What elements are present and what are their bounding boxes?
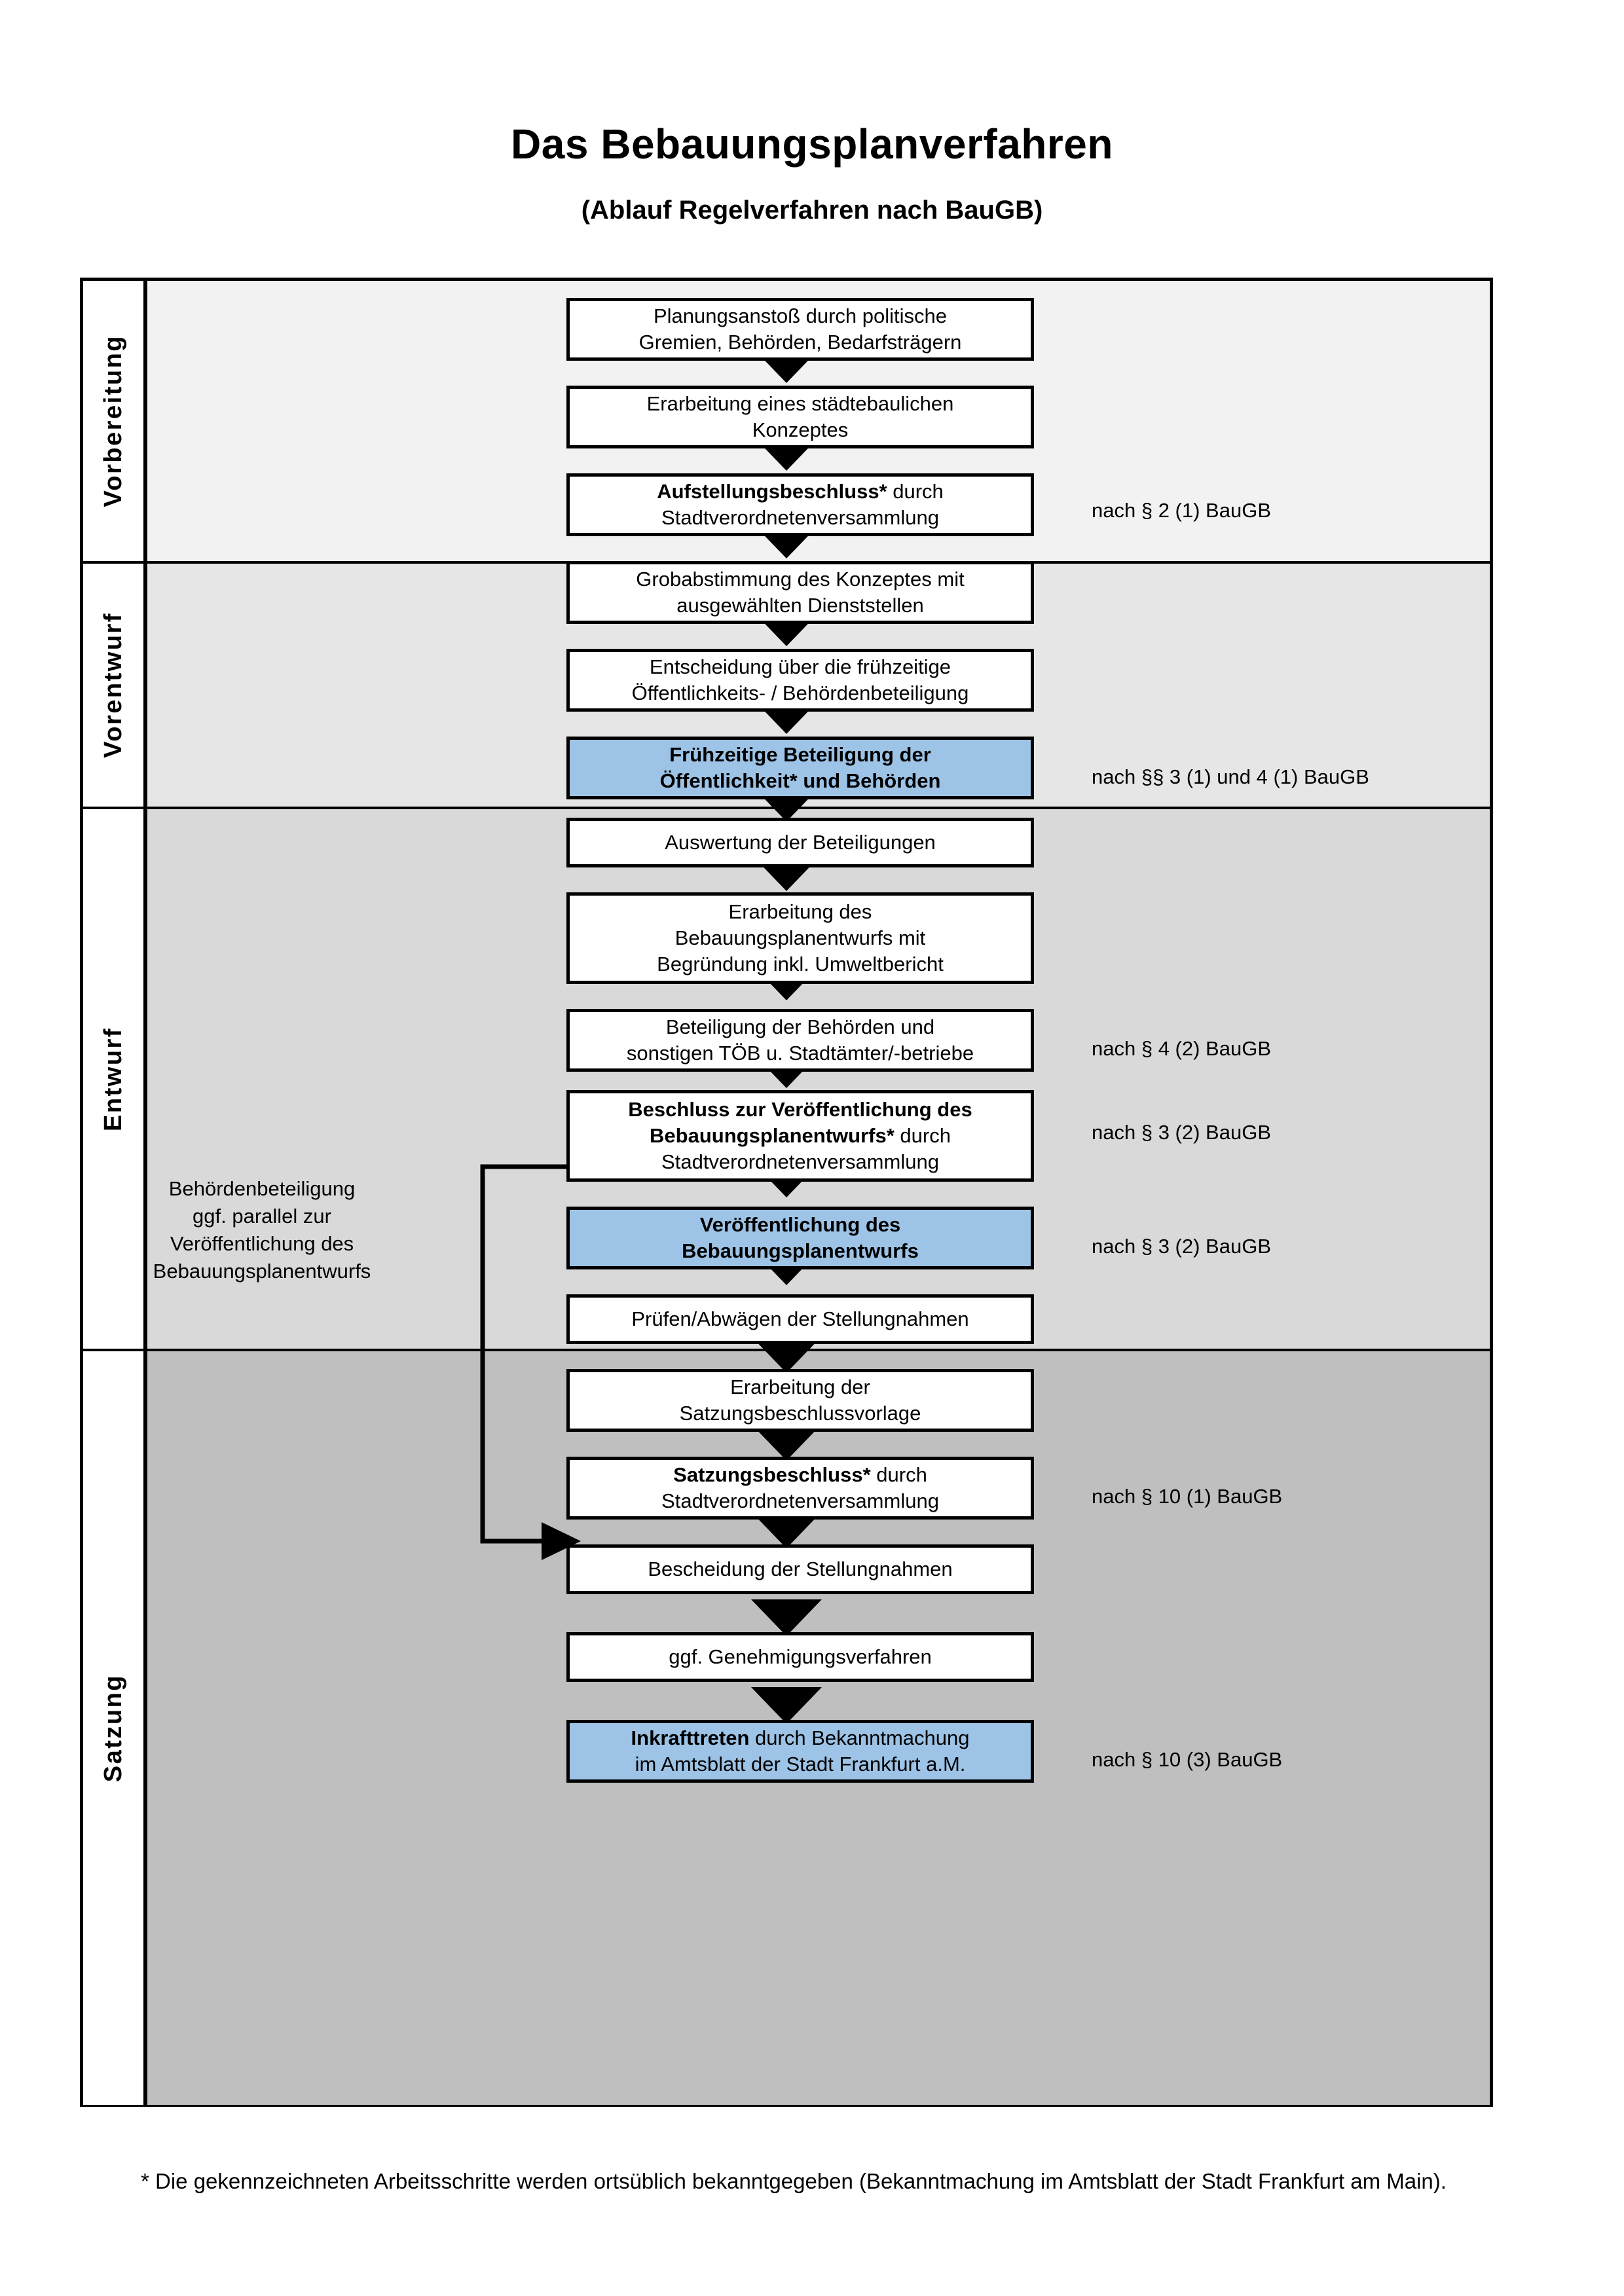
- step-box-veroeffentlichung-bplanentwurf[interactable]: Veröffentlichung des Bebauungsplanentwur…: [566, 1207, 1034, 1269]
- step-text: Planungsanstoß durch politische Gremien,…: [638, 304, 962, 354]
- step-text: Erarbeitung eines städtebaulichen Konzep…: [646, 392, 954, 441]
- step-box-erarbeitung-bplanentwurf[interactable]: Erarbeitung des Bebauungsplanentwurfs mi…: [566, 892, 1034, 984]
- step-text-bold: Aufstellungsbeschluss*: [657, 479, 887, 503]
- page-subtitle: (Ablauf Regelverfahren nach BauGB): [581, 196, 1043, 225]
- step-box-pruefen-abwaegen[interactable]: Prüfen/Abwägen der Stellungnahmen: [566, 1294, 1034, 1344]
- step-box-planungsanstoss[interactable]: Planungsanstoß durch politische Gremien,…: [566, 298, 1034, 361]
- step-text: Veröffentlichung des Bebauungsplanentwur…: [682, 1212, 919, 1262]
- side-annotation-line-1: Behördenbeteiligung: [168, 1177, 356, 1200]
- step-text: Beteiligung der Behörden und sonstigen T…: [626, 1015, 974, 1065]
- footnote: * Die gekennzeichneten Arbeitsschritte w…: [141, 2169, 1447, 2193]
- step-text: Bescheidung der Stellungnahmen: [648, 1557, 953, 1580]
- step-text: Prüfen/Abwägen der Stellungnahmen: [631, 1307, 969, 1330]
- step-text: Erarbeitung des Bebauungsplanentwurfs mi…: [657, 900, 944, 976]
- step-box-erarbeitung-satzungsvorlage[interactable]: Erarbeitung der Satzungsbeschlussvorlage: [566, 1369, 1034, 1432]
- step-text: Inkrafttreten durch Bekanntmachung im Am…: [631, 1726, 970, 1776]
- step-text: Satzungsbeschluss* durch Stadtverordnete…: [661, 1463, 939, 1512]
- step-box-staedtebauliches-konzept[interactable]: Erarbeitung eines städtebaulichen Konzep…: [566, 386, 1034, 448]
- legal-note-par4-2: nach § 4 (2) BauGB: [1092, 1037, 1271, 1060]
- step-text: Grobabstimmung des Konzeptes mit ausgewä…: [636, 567, 965, 617]
- legal-note-par3-2-a: nach § 3 (2) BauGB: [1092, 1121, 1271, 1144]
- phase-label-vorentwurf-text: Vorentwurf: [99, 612, 127, 758]
- side-annotation-behoerdenbeteiligung: Behördenbeteiligung ggf. parallel zur Ve…: [105, 1175, 419, 1285]
- step-text: Erarbeitung der Satzungsbeschlussvorlage: [679, 1375, 921, 1425]
- step-box-auswertung-beteiligungen[interactable]: Auswertung der Beteiligungen: [566, 818, 1034, 867]
- side-annotation-line-3: Veröffentlichung des: [170, 1231, 354, 1255]
- step-box-beschluss-veroeffentlichung[interactable]: Beschluss zur Veröffentlichung des Bebau…: [566, 1090, 1034, 1182]
- step-box-beteiligung-behoerden-toeb[interactable]: Beteiligung der Behörden und sonstigen T…: [566, 1009, 1034, 1072]
- step-text: ggf. Genehmigungsverfahren: [669, 1645, 932, 1668]
- step-text-bold: Inkrafttreten: [631, 1726, 750, 1749]
- step-text-bold: Beschluss zur Veröffentlichung des Bebau…: [628, 1097, 972, 1147]
- step-box-bescheidung-stellungnahmen[interactable]: Bescheidung der Stellungnahmen: [566, 1544, 1034, 1594]
- step-text-suffix: durch Bekanntmachung: [755, 1726, 970, 1749]
- phase-label-satzung: Satzung: [83, 1351, 147, 2105]
- step-box-entscheidung-fruehzeitige[interactable]: Entscheidung über die frühzeitige Öffent…: [566, 649, 1034, 712]
- phase-label-entwurf-text: Entwurf: [99, 1027, 127, 1131]
- flow-arrow-16: [751, 1687, 822, 1724]
- page-title: Das Bebauungsplanverfahren: [511, 120, 1113, 168]
- step-box-satzungsbeschluss[interactable]: Satzungsbeschluss* durch Stadtverordnete…: [566, 1457, 1034, 1520]
- title-block: Das Bebauungsplanverfahren (Ablauf Regel…: [0, 121, 1624, 225]
- step-text: Entscheidung über die frühzeitige Öffent…: [631, 655, 969, 704]
- legal-note-par3-2-b: nach § 3 (2) BauGB: [1092, 1235, 1271, 1258]
- phase-label-vorbereitung: Vorbereitung: [83, 281, 147, 561]
- legal-note-par10-1: nach § 10 (1) BauGB: [1092, 1485, 1283, 1508]
- step-box-grobabstimmung[interactable]: Grobabstimmung des Konzeptes mit ausgewä…: [566, 561, 1034, 624]
- phase-label-vorbereitung-text: Vorbereitung: [99, 335, 127, 507]
- step-text-suffix: durch: [893, 479, 944, 503]
- phase-label-satzung-text: Satzung: [99, 1673, 127, 1783]
- side-annotation-line-2: ggf. parallel zur: [193, 1204, 331, 1228]
- phase-label-vorentwurf: Vorentwurf: [83, 564, 147, 807]
- step-text: Auswertung der Beteiligungen: [665, 830, 936, 854]
- legal-note-par2-1: nach § 2 (1) BauGB: [1092, 499, 1271, 522]
- step-box-aufstellungsbeschluss[interactable]: Aufstellungsbeschluss* durch Stadtverord…: [566, 473, 1034, 536]
- step-text: Beschluss zur Veröffentlichung des Bebau…: [628, 1097, 972, 1174]
- flowchart-frame: Vorbereitung Vorentwurf Entwurf Satzung: [80, 278, 1493, 2107]
- step-text-suffix: durch: [900, 1123, 951, 1147]
- step-box-fruehzeitige-beteiligung[interactable]: Frühzeitige Beteiligung der Öffentlichke…: [566, 737, 1034, 799]
- phase-label-entwurf: Entwurf: [83, 809, 147, 1349]
- step-text-suffix: durch: [876, 1463, 927, 1486]
- step-box-inkrafttreten[interactable]: Inkrafttreten durch Bekanntmachung im Am…: [566, 1720, 1034, 1783]
- step-box-genehmigungsverfahren[interactable]: ggf. Genehmigungsverfahren: [566, 1632, 1034, 1682]
- step-text: Frühzeitige Beteiligung der Öffentlichke…: [659, 742, 941, 792]
- step-text-bold: Satzungsbeschluss*: [673, 1463, 871, 1486]
- legal-note-par3-1-par4-1: nach §§ 3 (1) und 4 (1) BauGB: [1092, 765, 1369, 788]
- step-text: Aufstellungsbeschluss* durch Stadtverord…: [657, 479, 944, 529]
- side-annotation-line-4: Bebauungsplanentwurfs: [153, 1259, 371, 1283]
- flow-arrow-15: [751, 1599, 822, 1636]
- legal-note-par10-3: nach § 10 (3) BauGB: [1092, 1748, 1283, 1771]
